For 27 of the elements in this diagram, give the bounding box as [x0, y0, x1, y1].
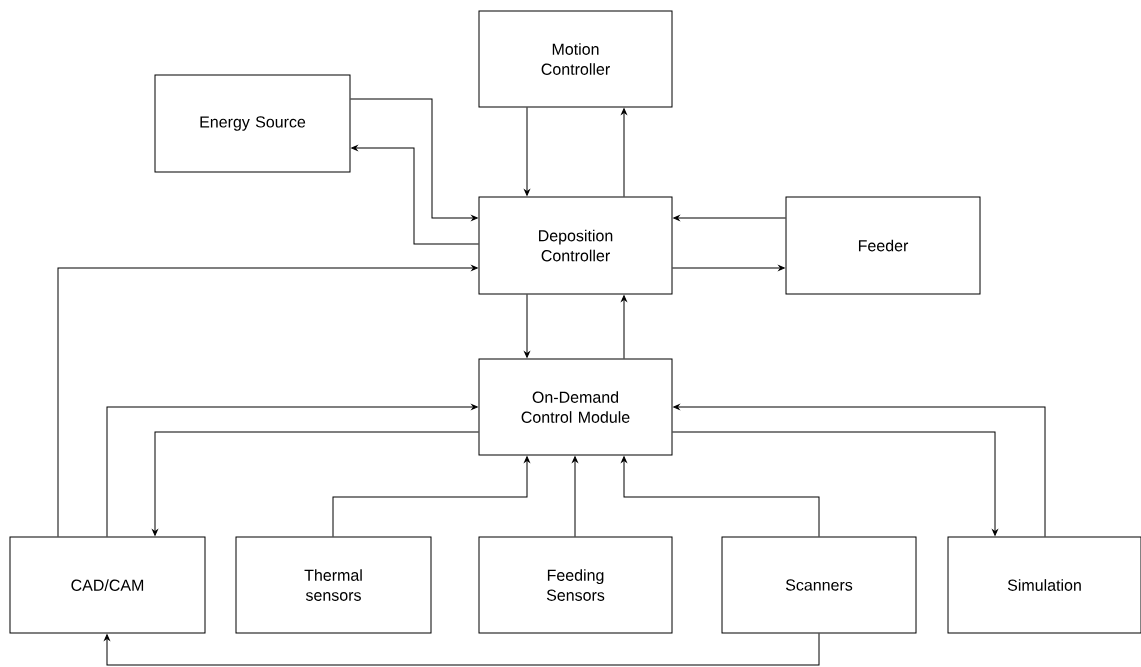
- arrow: [672, 431, 998, 536]
- process-box: Energy Source: [154, 74, 351, 173]
- arrow: [672, 265, 785, 271]
- arrow: [673, 215, 786, 221]
- arrow: [621, 295, 627, 359]
- process-box: Thermal sensors: [235, 536, 432, 634]
- process-box: CAD/CAM: [9, 536, 206, 634]
- arrow: [621, 456, 820, 537]
- process-box: Feeder: [785, 196, 981, 295]
- arrow: [152, 431, 479, 536]
- arrow: [673, 404, 1046, 537]
- process-box: On-Demand Control Module: [478, 358, 673, 456]
- process-box: Scanners: [721, 536, 917, 634]
- process-box: Simulation: [947, 536, 1141, 634]
- arrow: [621, 108, 627, 197]
- arrow: [332, 456, 530, 537]
- process-box: Feeding Sensors: [478, 536, 673, 634]
- arrow: [104, 633, 820, 666]
- process-box: Deposition Controller: [478, 196, 673, 295]
- arrow: [524, 294, 530, 358]
- arrow: [351, 145, 479, 245]
- process-box: Motion Controller: [478, 10, 673, 108]
- arrow: [572, 456, 578, 537]
- arrow: [57, 265, 478, 537]
- arrow: [350, 98, 478, 221]
- arrow: [106, 404, 478, 537]
- arrow: [524, 107, 530, 196]
